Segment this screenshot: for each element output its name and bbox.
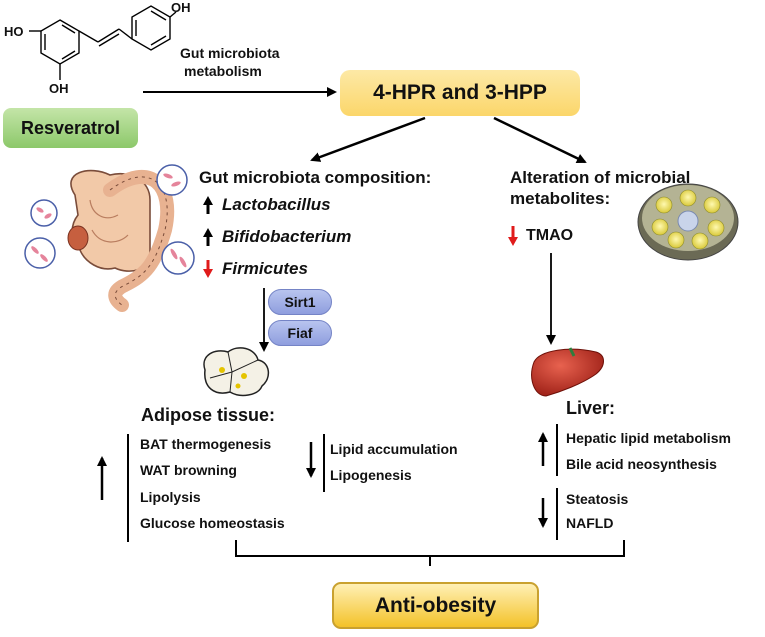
adipose-increased-item: BAT thermogenesis	[140, 436, 272, 452]
adipose-increased-item: Lipolysis	[140, 489, 201, 505]
metabolism-label-line1: Gut microbiota	[180, 45, 280, 61]
signal-fiaf: Fiaf	[268, 320, 332, 346]
adipose-decreased-item: Lipogenesis	[330, 467, 412, 483]
adipose-decreased-item: Lipid accumulation	[330, 441, 458, 457]
metabolites-title-line1: Alteration of microbial	[510, 168, 691, 187]
liver-title: Liver:	[566, 398, 616, 418]
molecule-oh-bottom-label: OH	[49, 81, 69, 96]
cell-illustration	[637, 183, 739, 261]
metabolite-tmao: TMAO	[526, 227, 574, 244]
adipose-increased-item: Glucose homeostasis	[140, 515, 285, 531]
signal-sirt1: Sirt1	[268, 289, 332, 315]
resveratrol-box: Resveratrol	[3, 108, 138, 148]
metabolites-box: 4-HPR and 3-HPP	[340, 70, 580, 116]
molecule-ho-label: HO	[4, 24, 24, 39]
gut-composition-title: Gut microbiota composition:	[199, 168, 432, 187]
intestine-illustration	[24, 164, 195, 312]
liver-decreased-item: NAFLD	[566, 515, 614, 531]
gut-item-lactobacillus: Lactobacillus	[222, 195, 331, 214]
molecule-oh-top-label: OH	[171, 0, 191, 15]
outcome-box: Anti-obesity	[332, 582, 539, 629]
liver-increased-item: Hepatic lipid metabolism	[566, 430, 731, 446]
arrow-to-metabolites	[493, 116, 587, 164]
resveratrol-structure	[29, 5, 177, 80]
metabolites-title-line2: metabolites:	[510, 189, 611, 208]
adipose-title: Adipose tissue:	[141, 405, 276, 425]
adipocyte-illustration	[203, 347, 270, 397]
liver-illustration	[531, 347, 604, 397]
arrow-to-gut	[310, 116, 426, 162]
gut-item-bifidobacterium: Bifidobacterium	[222, 227, 352, 246]
adipose-increased-item: WAT browning	[140, 462, 237, 478]
liver-decreased-item: Steatosis	[566, 491, 629, 507]
bottom-brace	[235, 540, 625, 566]
gut-item-firmicutes: Firmicutes	[222, 259, 308, 278]
metabolism-label-line2: metabolism	[184, 63, 262, 79]
liver-increased-item: Bile acid neosynthesis	[566, 456, 717, 472]
